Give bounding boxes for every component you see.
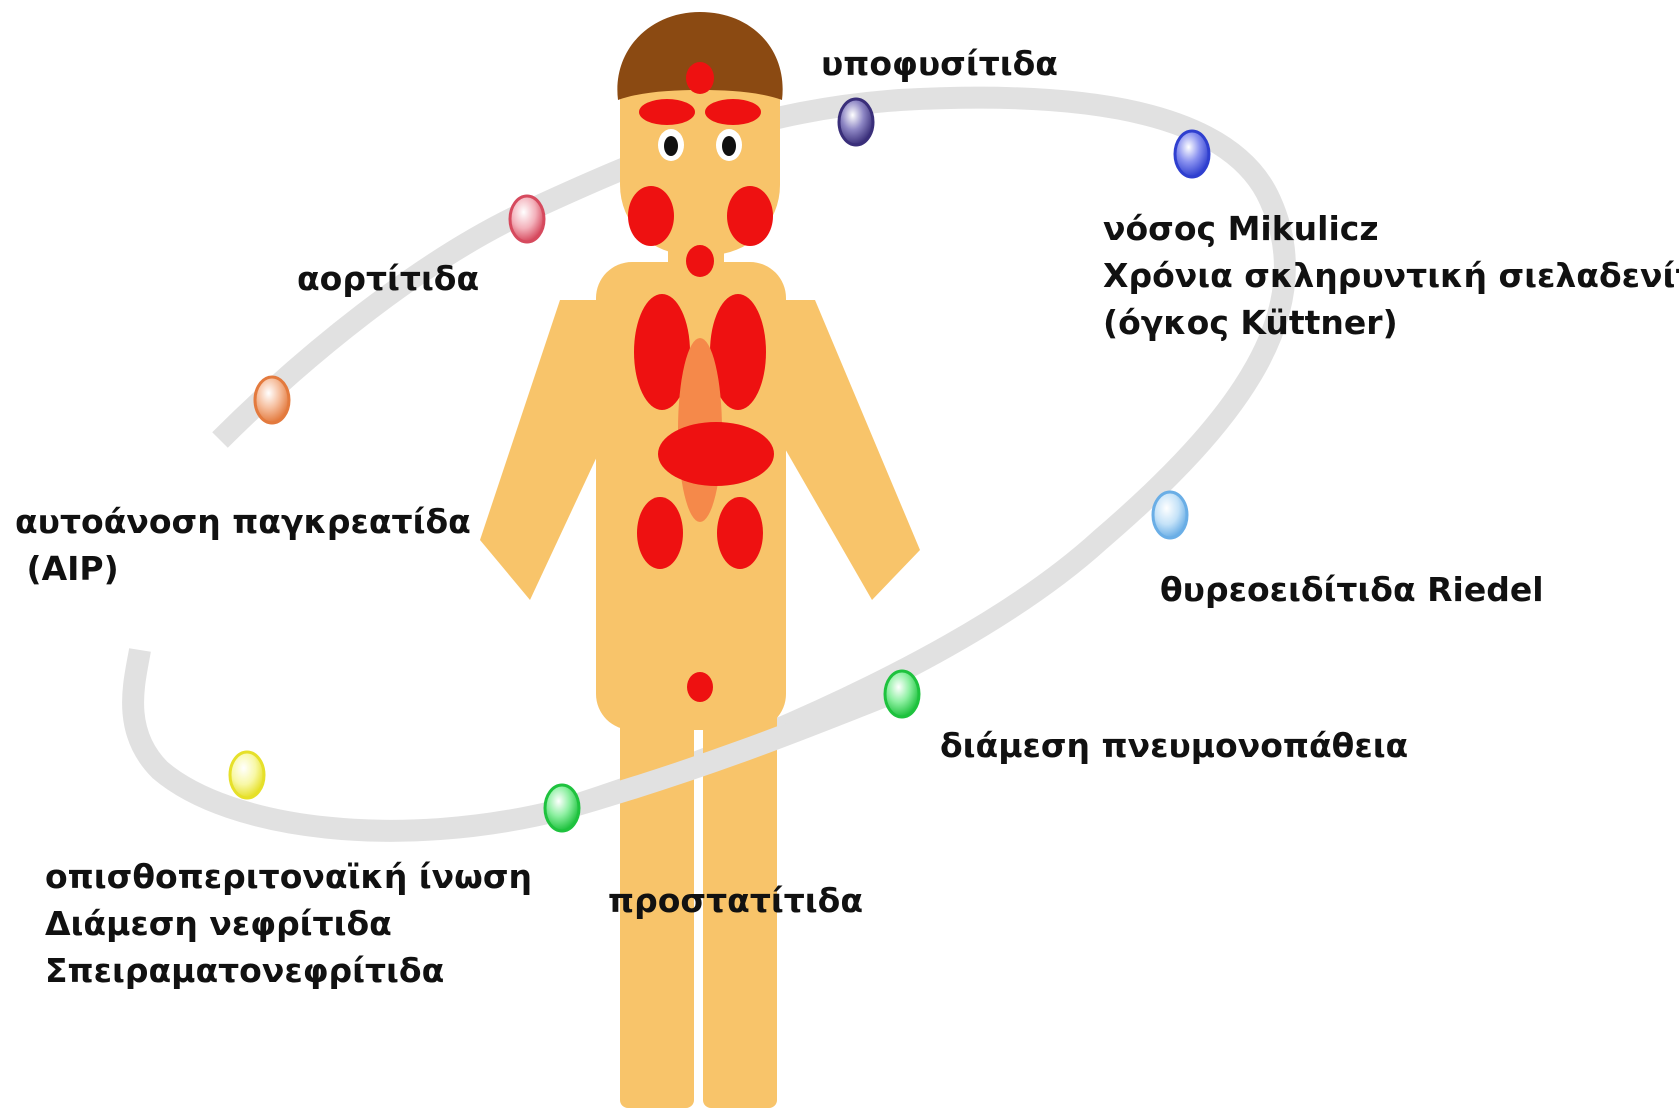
label-mikulicz-line-3: (όγκος Küttner) <box>1103 299 1679 346</box>
label-riedel-text: θυρεοειδίτιδα Riedel <box>1160 566 1544 613</box>
label-retroperitoneal-line-2: Διάμεση νεφρίτιδα <box>45 900 532 947</box>
bead-green-bottom <box>545 785 579 831</box>
label-lung-text: διάμεση πνευμονοπάθεια <box>940 722 1408 769</box>
thyroid-lesion <box>686 245 714 277</box>
bead-purple <box>839 99 873 145</box>
label-mikulicz-line-1: νόσος Mikulicz <box>1103 205 1679 252</box>
label-aip: αυτοάνοση παγκρεατίδα (AIP) <box>15 498 471 592</box>
label-lung: διάμεση πνευμονοπάθεια <box>940 722 1408 769</box>
label-aortitis: αορτίτιδα <box>297 255 479 302</box>
prostate-lesion <box>687 672 713 702</box>
label-aip-line-2: (AIP) <box>15 545 471 592</box>
right-kidney-lesion <box>717 497 763 569</box>
label-retroperitoneal-line-3: Σπειραματονεφρίτιδα <box>45 947 532 994</box>
pituitary-lesion <box>686 62 714 94</box>
label-hypophysitis-text: υποφυσίτιδα <box>821 40 1058 87</box>
right-salivary-lesion <box>727 186 773 246</box>
right-pupil <box>722 136 736 156</box>
bead-light-blue <box>1153 492 1187 538</box>
left-kidney-lesion <box>637 497 683 569</box>
left-lacrimal-lesion <box>639 99 695 125</box>
bead-pink <box>510 196 544 242</box>
label-riedel: θυρεοειδίτιδα Riedel <box>1160 566 1544 613</box>
label-mikulicz-line-2: Χρόνια σκληρυντική σιελαδενίτιδα <box>1103 252 1679 299</box>
label-hypophysitis: υποφυσίτιδα <box>821 40 1058 87</box>
left-salivary-lesion <box>628 186 674 246</box>
bead-orange <box>255 377 289 423</box>
label-aortitis-text: αορτίτιδα <box>297 255 479 302</box>
label-aip-line-1: αυτοάνοση παγκρεατίδα <box>15 498 471 545</box>
bead-yellow <box>230 752 264 798</box>
bead-green-right <box>885 671 919 717</box>
right-lacrimal-lesion <box>705 99 761 125</box>
label-prostatitis-text: προστατίτιδα <box>608 877 863 924</box>
label-retroperitoneal-line-1: οπισθοπεριτοναϊκή ίνωση <box>45 853 532 900</box>
left-pupil <box>664 136 678 156</box>
pancreas-lesion <box>658 422 774 486</box>
label-retroperitoneal: οπισθοπεριτοναϊκή ίνωση Διάμεση νεφρίτιδ… <box>45 853 532 994</box>
label-mikulicz: νόσος Mikulicz Χρόνια σκληρυντική σιελαδ… <box>1103 205 1679 346</box>
label-prostatitis: προστατίτιδα <box>608 877 863 924</box>
human-figure <box>480 12 920 1108</box>
bead-blue <box>1175 131 1209 177</box>
